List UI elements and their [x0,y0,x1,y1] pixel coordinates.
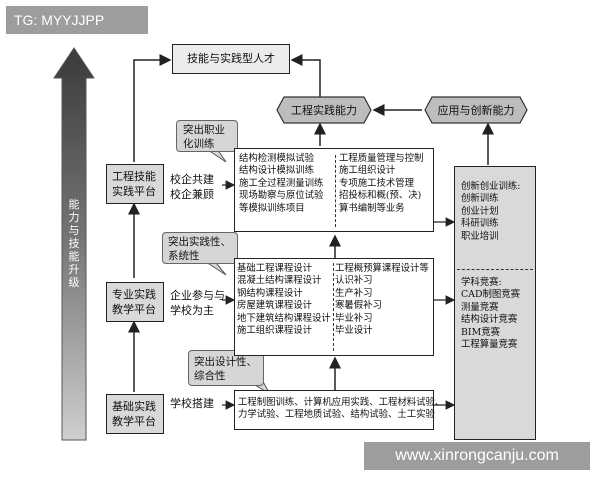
mid-block-right-item: 毕业补习 [335,312,373,324]
panel-lower-item: CAD制图竞赛 [461,289,520,301]
hex-engineering-text: 工程实践能力 [291,104,357,117]
mid-block-right-item: 认识补习 [335,275,373,287]
platform-professional-text: 专业实践 教学平台 [112,288,156,316]
hex-innovation-text: 应用与创新能力 [437,104,515,117]
panel-lower-item: BIM竞赛 [461,326,500,338]
hex-engineering-practice: 工程实践能力 [276,96,372,124]
talent-box-text: 技能与实践型人才 [187,52,275,65]
side-arrow-label: 能力与技能升级 [68,198,80,289]
mid-block-left-item: 地下建筑结构课程设计 [237,312,331,324]
top-block-right: 工程质量管理与控制施工组织设计专项施工技术管理招投标和概(预、决)算书编制等业务 [339,153,423,215]
mid-block-left-item: 基础工程课程设计 [237,263,313,274]
platform-basic: 基础实践 教学平台 [106,394,164,434]
watermark-bottom: www.xinrongcanju.com [364,442,590,470]
panel-lower-item: 工程算量竞赛 [461,339,518,351]
callout-top-text: 突出职业 化训练 [183,124,225,150]
top-block-right-item: 工程质量管理与控制 [339,153,424,164]
mid-block-left-item: 钢结构课程设计 [237,287,303,299]
mid-block-right-item: 毕业设计 [335,325,373,337]
callout-bottom-text: 突出设计性、 综合性 [194,356,257,382]
progress-arrow [53,47,95,441]
top-block-left-item: 现场勘察与原位试验 [239,190,324,202]
competition-panel: 创新创业训练:创新训练创业计划科研训练职业培训 学科竞赛:CAD制图竞赛测量竞赛… [454,166,536,440]
panel-upper-item: 职业培训 [461,230,499,242]
mid-block-right-item: 工程概预算课程设计等 [335,263,429,274]
label-school-enterprise: 校企共建 校企兼顾 [170,173,214,201]
talent-box: 技能与实践型人才 [172,44,290,74]
platform-engineering: 工程技能 实践平台 [106,164,164,204]
course-design-block: 基础工程课程设计混凝土结构课程设计钢结构课程设计房屋建筑课程设计地下建筑结构课程… [234,258,434,356]
panel-lower-item: 测量竞赛 [461,301,499,313]
callout-middle-text: 突出实践性、 系统性 [168,236,231,262]
top-block-right-item: 专项施工技术管理 [339,177,415,189]
bottom-block-item: 工程制图训练、计算机应用实践、工程材料试验、 [238,397,445,408]
mid-block-divider [333,263,334,351]
bottom-block-item: 力学试验、工程地质试验、结构试验、土工实验 [238,409,435,421]
simulation-training-block: 结构检测模拟试验结构设计模拟训练施工全过程测量训练现场勘察与原位试验等模拟训练项… [234,148,434,232]
watermark-top-text: TG: MYYJJPP [14,12,105,28]
mid-block-right: 工程概预算课程设计等认识补习生产补习寒暑假补习毕业补习毕业设计 [335,263,429,337]
label-enterprise-participation: 企业参与与 学校为主 [170,289,225,317]
watermark-top: TG: MYYJJPP [6,6,148,34]
panel-upper-item: 创新创业训练: [461,181,521,192]
top-block-divider [335,155,336,227]
callout-professionalization: 突出职业 化训练 [176,120,238,152]
top-block-left-item: 结构检测模拟试验 [239,153,315,164]
top-block-right-item: 施工组织设计 [339,165,396,177]
hex-innovation: 应用与创新能力 [424,96,528,124]
callout-systematic: 突出实践性、 系统性 [162,232,238,264]
panel-divider [457,269,533,270]
mid-block-left-item: 施工组织课程设计 [237,325,313,337]
platform-basic-text: 基础实践 教学平台 [112,400,156,428]
mid-block-left-item: 混凝土结构课程设计 [237,275,322,287]
platform-engineering-text: 工程技能 实践平台 [112,170,156,198]
label-school-build: 学校搭建 [170,397,214,410]
top-block-left-item: 施工全过程测量训练 [239,177,324,189]
panel-lower-item: 学科竞赛: [461,277,502,288]
top-block-left-item: 结构设计模拟训练 [239,165,315,177]
panel-lower-item: 结构设计竞赛 [461,314,518,326]
bottom-block-lines: 工程制图训练、计算机应用实践、工程材料试验、力学试验、工程地质试验、结构试验、土… [238,397,444,422]
watermark-bottom-text: www.xinrongcanju.com [395,447,559,464]
panel-upper-item: 科研训练 [461,218,499,230]
top-block-left-item: 等模拟训练项目 [239,202,305,214]
panel-upper-item: 创业计划 [461,205,499,217]
mid-block-right-item: 寒暑假补习 [335,300,382,312]
mid-block-right-item: 生产补习 [335,287,373,299]
platform-professional: 专业实践 教学平台 [106,282,164,322]
mid-block-left-item: 房屋建筑课程设计 [237,300,313,312]
panel-upper-item: 创新训练 [461,193,499,205]
top-block-right-item: 招投标和概(预、决) [339,190,422,202]
basic-experiments-block: 工程制图训练、计算机应用实践、工程材料试验、力学试验、工程地质试验、结构试验、土… [234,390,444,430]
mid-block-left: 基础工程课程设计混凝土结构课程设计钢结构课程设计房屋建筑课程设计地下建筑结构课程… [237,263,331,337]
callout-design: 突出设计性、 综合性 [188,350,264,386]
top-block-right-item: 算书编制等业务 [339,202,405,214]
panel-upper: 创新创业训练:创新训练创业计划科研训练职业培训 [461,181,520,243]
top-block-left: 结构检测模拟试验结构设计模拟训练施工全过程测量训练现场勘察与原位试验等模拟训练项… [239,153,323,215]
